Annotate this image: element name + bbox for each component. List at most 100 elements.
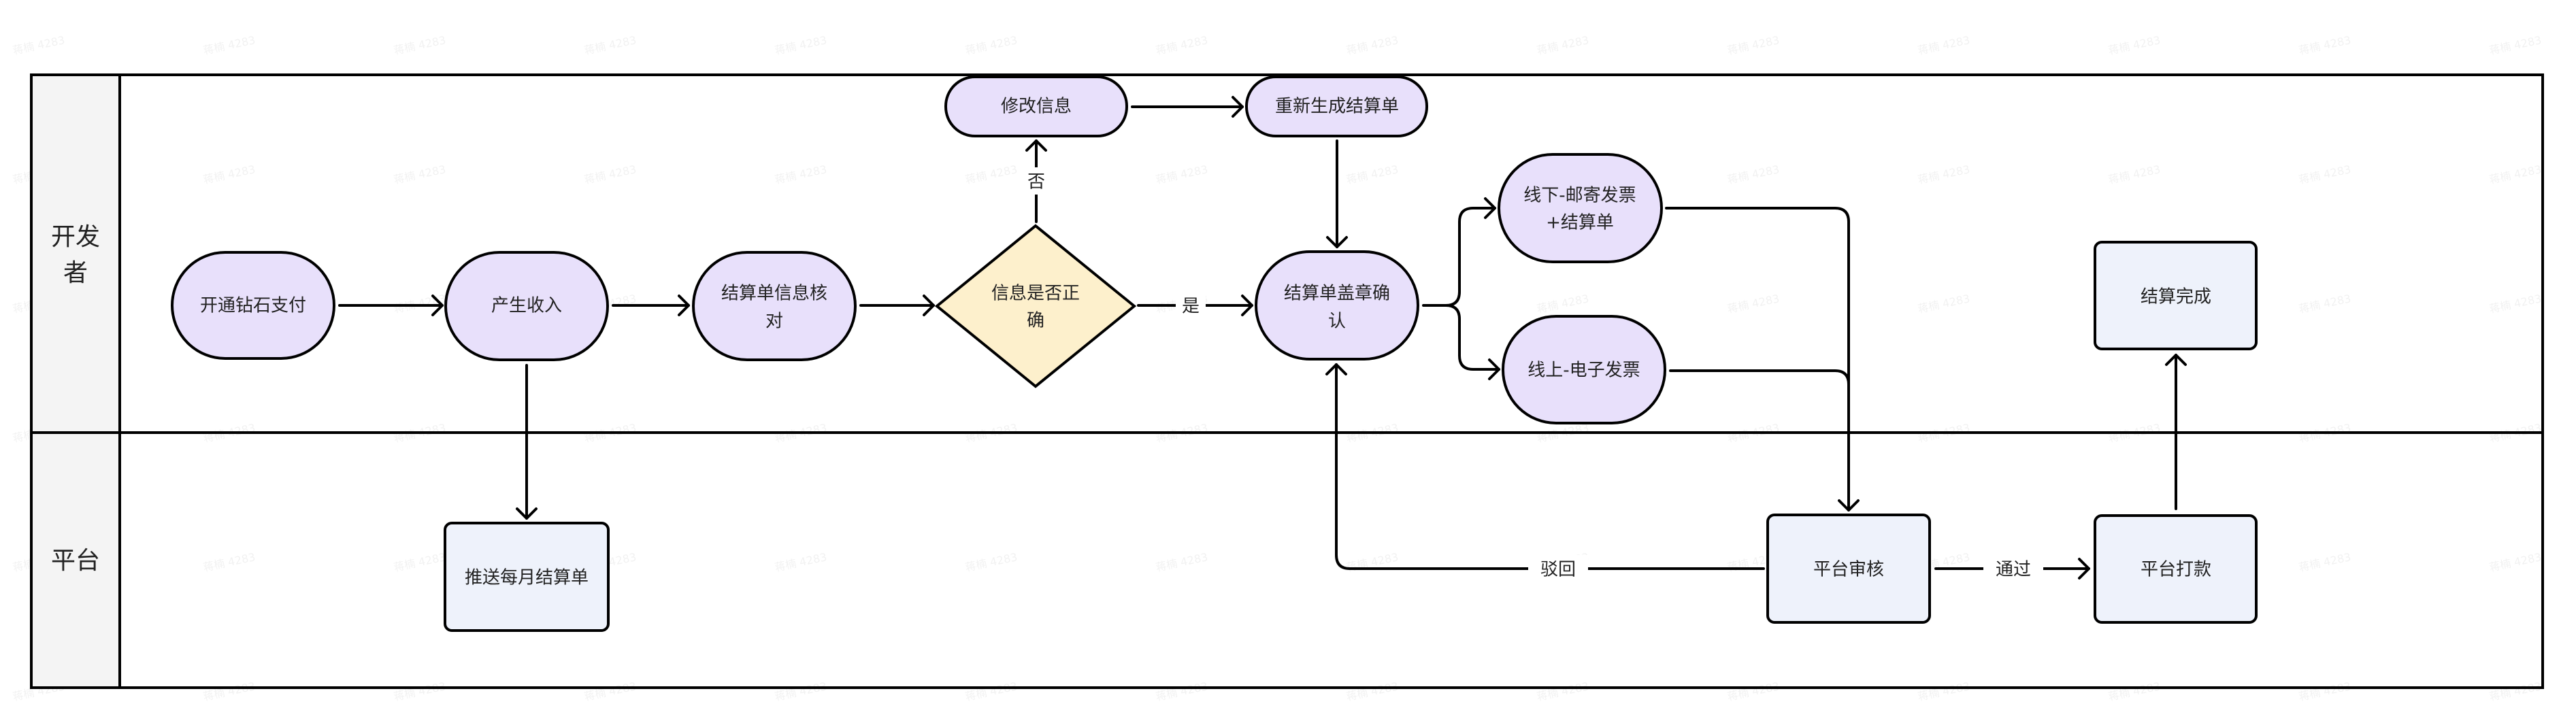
- node-shape: [692, 251, 857, 361]
- node-online-e-invoice[interactable]: 线上-电子发票: [1502, 315, 1666, 424]
- arrowhead-icon: [1025, 139, 1047, 152]
- arrowhead-icon: [1326, 236, 1348, 248]
- watermark-text: 蒋楠 4283: [2107, 33, 2162, 57]
- node-label-line2: +结算单: [1546, 213, 1614, 233]
- edges: [338, 96, 2187, 580]
- node-label-line1: 线下-邮寄发票: [1523, 186, 1636, 206]
- node-shape: [444, 522, 610, 632]
- arrowhead-icon: [2078, 558, 2090, 580]
- edge-n7-n9[interactable]: [1444, 304, 1500, 371]
- watermark-text: 蒋楠 4283: [1726, 680, 1781, 703]
- watermark-text: 蒋楠 4283: [393, 163, 447, 186]
- node-push-monthly-statement[interactable]: 推送每月结算单: [444, 522, 610, 632]
- arrowhead-icon: [1325, 363, 1347, 375]
- arrowhead-icon: [1484, 197, 1496, 219]
- watermark-text: 蒋楠 4283: [2298, 163, 2352, 186]
- node-shape: [944, 76, 1128, 137]
- node-generate-income[interactable]: 产生收入: [444, 251, 609, 361]
- watermark-text: 蒋楠 4283: [2107, 163, 2162, 186]
- node-label: 平台审核: [1813, 560, 1884, 580]
- node-verify-statement-info[interactable]: 结算单信息核 对: [692, 251, 857, 361]
- edge-labels: 否 是 驳回 通过: [1024, 167, 2043, 582]
- node-label-line2: 认: [1328, 312, 1346, 332]
- node-label-line2: 对: [765, 312, 783, 332]
- watermark-text: 蒋楠 4283: [1917, 680, 1971, 703]
- watermark-text: 蒋楠 4283: [2298, 550, 2352, 574]
- watermark-text: 蒋楠 4283: [1155, 680, 1209, 703]
- watermark-text: 蒋楠 4283: [1155, 33, 1209, 57]
- node-offline-mail-invoice[interactable]: 线下-邮寄发票 +结算单: [1498, 153, 1663, 263]
- node-platform-payment[interactable]: 平台打款: [2094, 514, 2258, 624]
- node-shape: [1502, 315, 1666, 424]
- node-label: 修改信息: [1001, 97, 1072, 117]
- watermark-text: 蒋楠 4283: [202, 680, 257, 703]
- node-label: 推送每月结算单: [465, 568, 589, 588]
- watermark-text: 蒋楠 4283: [1536, 292, 1590, 316]
- watermark-text: 蒋楠 4283: [2298, 33, 2352, 57]
- watermark-text: 蒋楠 4283: [2488, 292, 2543, 316]
- watermark-text: 蒋楠 4283: [1345, 163, 1400, 186]
- decision-shape: [934, 224, 1137, 388]
- node-shape: [1255, 250, 1419, 360]
- watermark-text: 蒋楠 4283: [1155, 550, 1209, 574]
- node-label-line1: 结算单盖章确: [1284, 284, 1390, 304]
- watermark-text: 蒋楠 4283: [1917, 292, 1971, 316]
- edge-label-bg: [1024, 167, 1048, 195]
- watermark-text: 蒋楠 4283: [1726, 163, 1781, 186]
- edge-label-bg: [1176, 292, 1206, 320]
- watermark-text: 蒋楠 4283: [1345, 680, 1400, 703]
- arrowhead-icon: [678, 295, 690, 316]
- lane-label-platform: 平台: [51, 547, 100, 575]
- watermark-text: 蒋楠 4283: [393, 680, 447, 703]
- arrowhead-icon: [2165, 354, 2187, 366]
- node-label: 开通钻石支付: [200, 296, 306, 316]
- edge-n9-n12[interactable]: [1669, 369, 1850, 386]
- node-modify-info[interactable]: 修改信息: [944, 76, 1128, 137]
- watermark-text: 蒋楠 4283: [1917, 33, 1971, 57]
- edge-n8-n12[interactable]: [1665, 207, 1850, 512]
- arrowhead-icon: [1232, 96, 1244, 118]
- edge-n12-n7[interactable]: [1335, 363, 1765, 570]
- lane-label-developer-line1: 开发: [51, 223, 100, 251]
- node-platform-review[interactable]: 平台审核: [1766, 514, 1931, 624]
- watermark-text: 蒋楠 4283: [964, 550, 1019, 574]
- watermark-text: 蒋楠 4283: [2298, 680, 2352, 703]
- node-label: 结算完成: [2141, 287, 2211, 307]
- watermark-text: 蒋楠 4283: [2107, 680, 2162, 703]
- lane-header-developer-bg: [31, 75, 120, 433]
- node-shape: [1498, 153, 1663, 263]
- watermark-text: 蒋楠 4283: [12, 33, 66, 57]
- watermark-text: 蒋楠 4283: [1917, 163, 1971, 186]
- edge-label-no: 否: [1027, 172, 1045, 192]
- watermark-text: 蒋楠 4283: [2488, 163, 2543, 186]
- watermark-text: 蒋楠 4283: [774, 550, 828, 574]
- lane-label-developer-line2: 者: [63, 259, 88, 287]
- edge-n7-n8[interactable]: [1422, 207, 1496, 307]
- node-label: 重新生成结算单: [1275, 97, 1399, 117]
- edge-label-yes: 是: [1182, 297, 1200, 317]
- node-stamp-confirm-statement[interactable]: 结算单盖章确 认: [1255, 250, 1419, 360]
- watermark-text: 蒋楠 4283: [393, 550, 447, 574]
- node-label: 线上-电子发票: [1528, 360, 1640, 381]
- diagram-frame: [30, 73, 2544, 689]
- watermark-text: 蒋楠 4283: [1345, 550, 1400, 574]
- lane-header-platform-bg: [31, 433, 120, 688]
- node-settlement-complete[interactable]: 结算完成: [2094, 241, 2258, 350]
- watermark-text: 蒋楠 4283: [583, 33, 638, 57]
- node-label-line1: 结算单信息核: [721, 284, 827, 304]
- edge-label-reject: 驳回: [1540, 560, 1576, 580]
- watermark-text: 蒋楠 4283: [2488, 680, 2543, 703]
- watermark-text: 蒋楠 4283: [1155, 163, 1209, 186]
- watermark-text: 蒋楠 4283: [1536, 680, 1590, 703]
- node-label-line2: 确: [1027, 311, 1044, 331]
- node-regenerate-statement[interactable]: 重新生成结算单: [1245, 76, 1428, 137]
- arrowhead-icon: [1488, 358, 1500, 380]
- node-enable-diamond-pay[interactable]: 开通钻石支付: [171, 251, 335, 360]
- watermark-text: 蒋楠 4283: [1726, 33, 1781, 57]
- arrowhead-icon: [1241, 295, 1253, 316]
- watermark-text: 蒋楠 4283: [202, 550, 257, 574]
- arrowhead-icon: [923, 295, 935, 316]
- decision-info-correct[interactable]: 信息是否正 确: [934, 224, 1137, 388]
- watermark-text: 蒋楠 4283: [583, 680, 638, 703]
